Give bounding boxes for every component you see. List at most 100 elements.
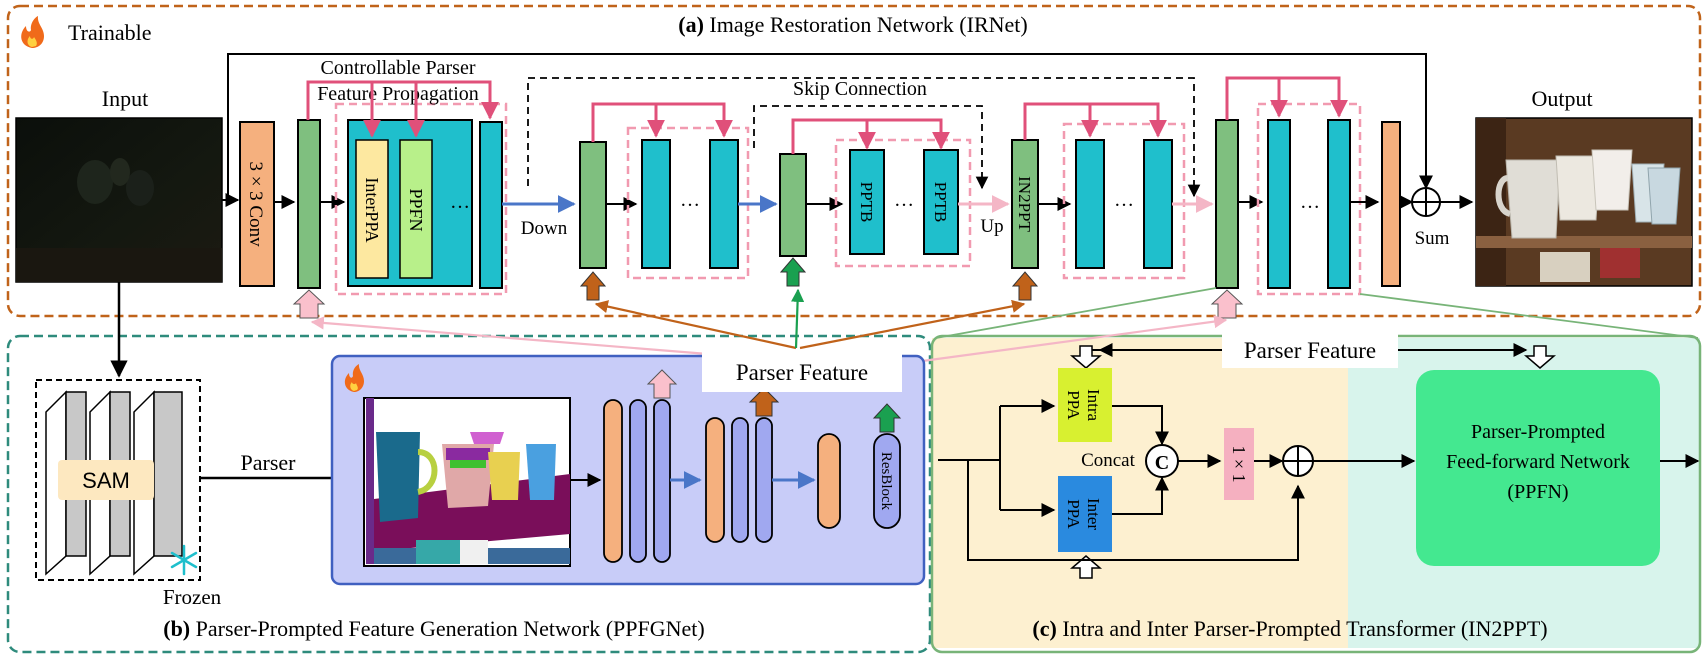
input-image <box>15 117 223 283</box>
ppfn-label-3: (PPFN) <box>1507 481 1568 503</box>
interppa-block <box>355 139 389 279</box>
ppfg-lav-2a <box>731 417 749 543</box>
pf-up-arrow-inter <box>1069 555 1103 579</box>
frozen-label: Frozen <box>163 585 222 609</box>
pptb-block-1 <box>849 149 885 255</box>
parser-label: Parser <box>241 450 297 475</box>
conv3x3-label: 3 × 3 Conv <box>245 161 266 247</box>
dots-3: … <box>894 189 914 211</box>
in2ppt-label: IN2PPT <box>1015 176 1034 232</box>
inter-label-1: Inter <box>1084 498 1103 530</box>
parser-feature-label-b: Parser Feature <box>736 360 868 385</box>
ppfg-out-arrow-2 <box>748 387 780 417</box>
inter-label-2: PPA <box>1064 499 1083 529</box>
pptb-label-1: PPTB <box>857 182 876 223</box>
sum-label: Sum <box>1415 228 1450 249</box>
intra-label-1: Intra <box>1084 389 1103 422</box>
sam-label-box <box>58 460 154 500</box>
trainable-label: Trainable <box>68 20 152 45</box>
parser-feature-box-b <box>702 352 902 392</box>
section-b-title: (b) Parser-Prompted Feature Generation N… <box>163 616 705 641</box>
pf-down-arrow-intra <box>1069 345 1103 369</box>
inject-arrow-3 <box>779 257 807 287</box>
cyan-block-4b <box>1143 139 1173 269</box>
ppfg-out-arrow-1 <box>646 369 678 399</box>
section-a-title: (a) Image Restoration Network (IRNet) <box>678 12 1027 37</box>
segmentation-map <box>363 397 571 567</box>
ppfn-label-1: Parser-Prompted <box>1471 421 1605 443</box>
dots-2: … <box>680 189 700 211</box>
inject-arrow-4 <box>1011 271 1039 301</box>
cyan-block-2a <box>641 139 671 269</box>
group5-dashed <box>1256 102 1362 296</box>
ppfg-flame-icon <box>344 364 364 392</box>
group4-dashed <box>1062 122 1186 280</box>
svg-text:C: C <box>1155 452 1169 474</box>
inter-ppa-block <box>1058 476 1112 552</box>
interppa-label: InterPPA <box>362 177 382 242</box>
cyan-block-1 <box>479 121 503 289</box>
inject-arrow-1 <box>292 289 326 319</box>
sam-dashed-box <box>35 379 201 581</box>
sum-icon <box>1411 187 1441 217</box>
add-icon <box>1282 445 1314 477</box>
final-conv-block <box>1381 121 1401 287</box>
cyan-block-4a <box>1075 139 1105 269</box>
ppfn-label-2: Feed-forward Network <box>1446 451 1630 473</box>
output-label: Output <box>1531 86 1592 111</box>
inject-arrow-2 <box>579 271 607 301</box>
resblock <box>873 433 901 529</box>
green-block-5 <box>1215 119 1239 289</box>
resblock-label: ResBlock <box>878 452 894 511</box>
green-block-2 <box>579 141 607 269</box>
cpfp-dashed-group <box>334 102 508 296</box>
cyan-block-5b <box>1327 119 1351 289</box>
down-label: Down <box>521 218 568 239</box>
cpfp-label-2: Feature Propagation <box>317 83 479 105</box>
dots-1: … <box>450 191 470 213</box>
ppfg-out-arrow-3 <box>872 403 902 433</box>
green-block-3 <box>779 153 807 257</box>
in2ppt-block <box>1011 139 1039 269</box>
inject-arrow-5 <box>1210 289 1244 319</box>
ppfg-salmon-1 <box>603 399 623 563</box>
sam-label: SAM <box>82 468 130 493</box>
intra-label-2: PPA <box>1064 390 1083 420</box>
concat-label: Concat <box>1081 450 1136 471</box>
parser-feature-label-c: Parser Feature <box>1244 338 1376 363</box>
dots-5: … <box>1300 191 1320 213</box>
output-image <box>1475 117 1693 287</box>
ppfg-salmon-2 <box>705 417 725 543</box>
skip-connection-label: Skip Connection <box>793 78 927 100</box>
conv1x1-block <box>1224 428 1254 500</box>
trainable-flame-icon <box>21 16 44 48</box>
up-label: Up <box>980 216 1003 237</box>
pf-down-arrow-ppfn <box>1523 345 1557 369</box>
parser-feature-box-c <box>1222 332 1398 368</box>
concat-icon: C <box>1145 444 1179 478</box>
ppfg-lav-1b <box>653 399 671 563</box>
cpfp-label-1: Controllable Parser <box>321 57 476 79</box>
cyan-block-5a <box>1267 119 1291 289</box>
ppfg-lav-1a <box>629 399 647 563</box>
dots-4: … <box>1114 189 1134 211</box>
intra-ppa-block <box>1058 368 1112 442</box>
ppfg-salmon-3 <box>817 433 841 529</box>
ppfn-block-small <box>399 139 433 279</box>
conv3x3-block <box>239 121 275 287</box>
pptb-label-2: PPTB <box>931 182 950 223</box>
section-b-border <box>6 334 932 654</box>
pptb-block-2 <box>923 149 959 255</box>
conv1x1-label: 1 × 1 <box>1229 445 1249 482</box>
cyan-block-2b <box>709 139 739 269</box>
ppfn-block-large <box>1416 370 1660 566</box>
section-c-title: (c) Intra and Inter Parser-Prompted Tran… <box>1032 616 1547 641</box>
input-label: Input <box>102 86 148 111</box>
snowflake-icon <box>170 544 198 576</box>
section-a-border <box>6 4 1702 318</box>
ppfn-small-label: PPFN <box>406 188 426 231</box>
green-block-1 <box>297 119 321 289</box>
section-c-left-bg <box>932 338 1348 648</box>
ppfg-lav-2b <box>755 417 773 543</box>
